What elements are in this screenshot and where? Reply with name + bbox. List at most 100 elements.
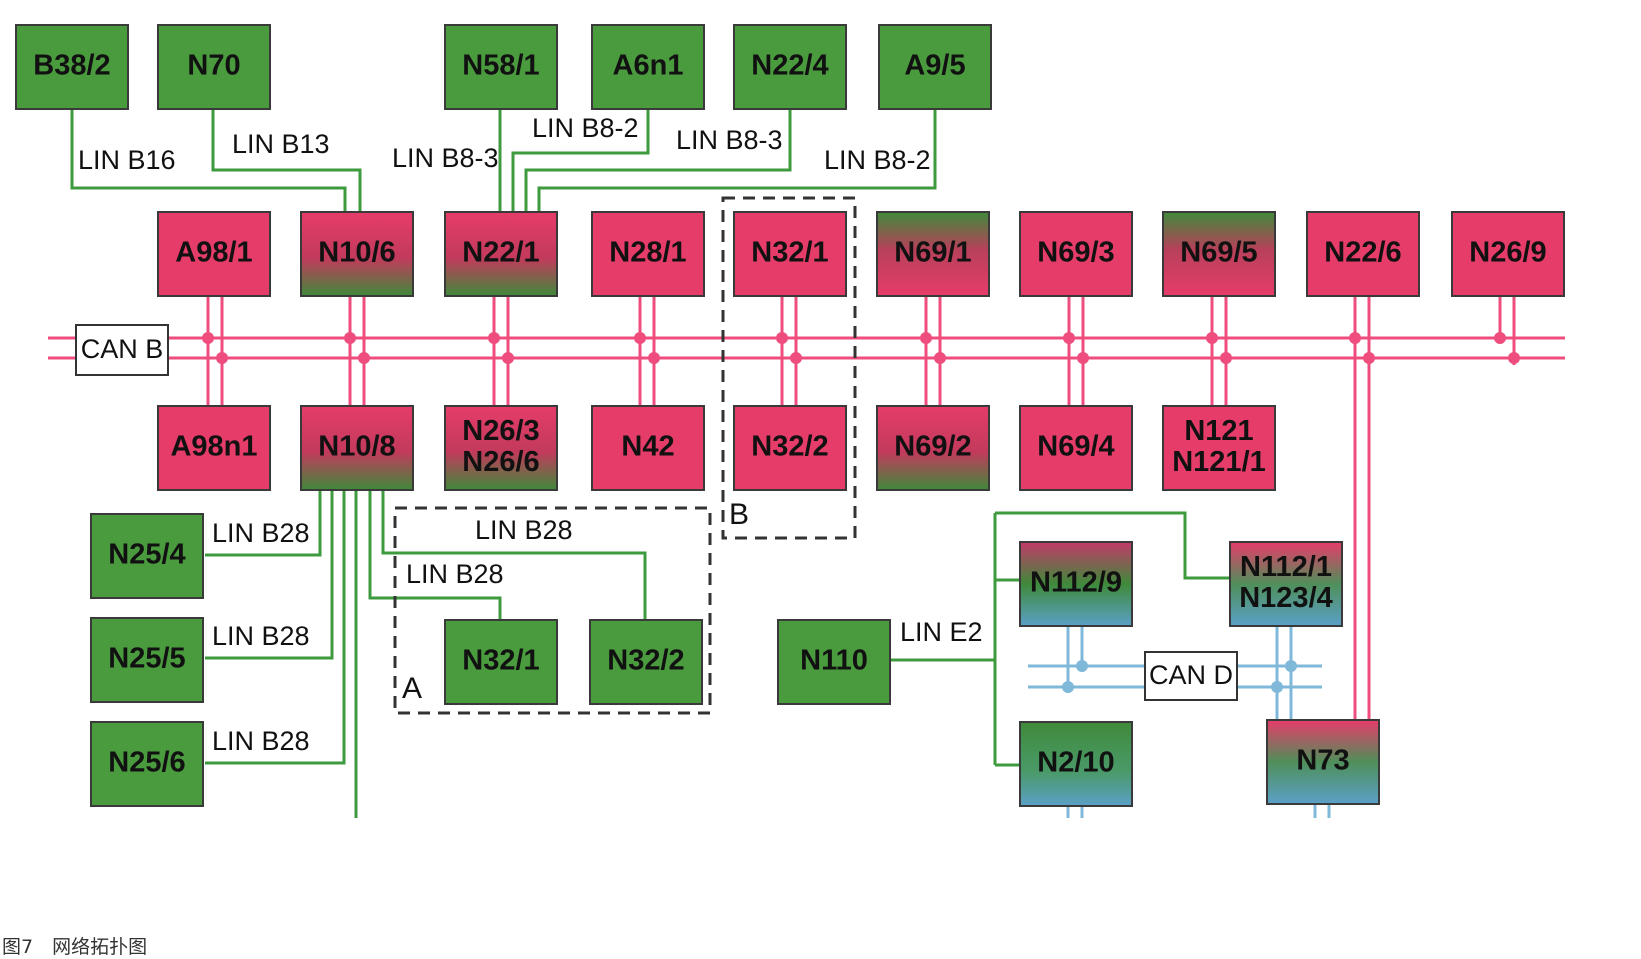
- module-label: A6n1: [613, 50, 684, 82]
- module-n10-6: N10/6: [300, 211, 414, 297]
- lin-b8-2-wire-b: [537, 108, 937, 213]
- module-box: [157, 405, 271, 491]
- module-n69-3: N69/3: [1019, 211, 1133, 297]
- module-n32-1-a: N32/1: [444, 619, 558, 705]
- region-a-label: A: [402, 672, 422, 705]
- module-n22-1: N22/1: [444, 211, 558, 297]
- module-label: A98/1: [175, 237, 252, 269]
- module-label: N28/1: [609, 237, 686, 269]
- module-n70: N70: [157, 24, 271, 110]
- lin-b16-label: LIN B16: [78, 145, 176, 175]
- module-label: N22/6: [1324, 237, 1401, 269]
- module-label: N22/1: [462, 237, 539, 269]
- module-box: [444, 405, 558, 491]
- module-a98-1: A98/1: [157, 211, 271, 297]
- module-b38-2: B38/2: [15, 24, 129, 110]
- module-label: N32/1: [751, 237, 828, 269]
- lin-b28-wire-n25-4: [205, 490, 322, 557]
- module-box: [589, 619, 703, 705]
- module-n42: N42: [591, 405, 705, 491]
- network-topology-diagram: A B CAN B CAN D LIN B16 LIN B13 LIN B8-3…: [15, 24, 1565, 818]
- lin-b28-label-n25-6: LIN B28: [212, 726, 310, 756]
- module-label: N112/1: [1240, 551, 1332, 583]
- module-n25-4: N25/4: [90, 513, 204, 599]
- lin-e2-wire-n112-1: [995, 511, 1230, 580]
- module-n10-8: N10/8: [300, 405, 414, 491]
- module-n32-1-b: N32/1: [733, 211, 847, 297]
- lin-b28-wire-n32-1a: [368, 490, 502, 620]
- module-n25-6: N25/6: [90, 721, 204, 807]
- module-label: N32/2: [751, 431, 828, 463]
- module-box: [444, 619, 558, 705]
- module-box: [1162, 211, 1276, 297]
- module-label: B38/2: [33, 50, 110, 82]
- module-box: [15, 24, 129, 110]
- module-box: [878, 24, 992, 110]
- module-box: [157, 211, 271, 297]
- lin-wiring: [70, 108, 1230, 818]
- lin-b8-2-wire-a: [511, 108, 650, 213]
- module-box: [1019, 211, 1133, 297]
- lin-b8-3-label-b: LIN B8-3: [676, 125, 783, 155]
- module-n25-5: N25/5: [90, 617, 204, 703]
- module-label: N25/6: [108, 747, 185, 779]
- module-label: N112/9: [1030, 567, 1122, 599]
- module-box: [777, 619, 891, 705]
- lin-b28-label-n25-4: LIN B28: [212, 518, 310, 548]
- lin-b28-wire-n32-2a: [381, 490, 647, 620]
- module-n32-2-a: N32/2: [589, 619, 703, 705]
- lin-b13-wire: [211, 108, 362, 213]
- module-box: [876, 405, 990, 491]
- module-box: [1266, 719, 1380, 805]
- module-label: N69/5: [1180, 237, 1257, 269]
- module-a98n1: A98n1: [157, 405, 271, 491]
- module-label: N58/1: [462, 50, 539, 82]
- module-n58-1: N58/1: [444, 24, 558, 110]
- region-b-box: [721, 196, 857, 540]
- lin-e2-label: LIN E2: [900, 617, 983, 647]
- module-box: [733, 211, 847, 297]
- figure-caption: 图7 网络拓扑图: [2, 936, 148, 958]
- module-box: [1306, 211, 1420, 297]
- module-box: [157, 24, 271, 110]
- module-n112-9: N112/9: [1019, 541, 1133, 627]
- module-label: N26/9: [1469, 237, 1546, 269]
- module-label: N10/8: [318, 431, 395, 463]
- can-d-label-text: CAN D: [1149, 660, 1233, 690]
- region-b-label: B: [729, 498, 749, 531]
- module-box: [444, 24, 558, 110]
- module-label: N69/4: [1037, 431, 1114, 463]
- module-box: [733, 24, 847, 110]
- module-box: [90, 513, 204, 599]
- module-label: N110: [800, 645, 868, 677]
- module-label: N69/3: [1037, 237, 1114, 269]
- can-b-label: CAN B: [75, 324, 169, 376]
- module-box: [300, 405, 414, 491]
- module-n69-2: N69/2: [876, 405, 990, 491]
- lin-b28-wire-n25-6: [205, 490, 346, 765]
- module-n69-1: N69/1: [876, 211, 990, 297]
- module-label: N25/4: [108, 539, 185, 571]
- module-label: N10/6: [318, 237, 395, 269]
- module-n73: N73: [1266, 719, 1380, 805]
- can-b-junctions: [202, 332, 1520, 364]
- module-box: [1019, 405, 1133, 491]
- module-label: N26/3: [462, 415, 539, 447]
- module-box: [1162, 405, 1276, 491]
- module-box: [90, 721, 204, 807]
- module-n22-4: N22/4: [733, 24, 847, 110]
- module-n69-4: N69/4: [1019, 405, 1133, 491]
- module-label: N25/5: [108, 643, 185, 675]
- lin-b13-label: LIN B13: [232, 129, 330, 159]
- module-label: A9/5: [904, 50, 965, 82]
- module-label: N32/2: [607, 645, 684, 677]
- module-box: [1229, 541, 1343, 627]
- module-a6n1: A6n1: [591, 24, 705, 110]
- module-label: N70: [187, 50, 240, 82]
- module-label: N22/4: [751, 50, 828, 82]
- module-box: [1019, 541, 1133, 627]
- module-box: [591, 24, 705, 110]
- module-n28-1: N28/1: [591, 211, 705, 297]
